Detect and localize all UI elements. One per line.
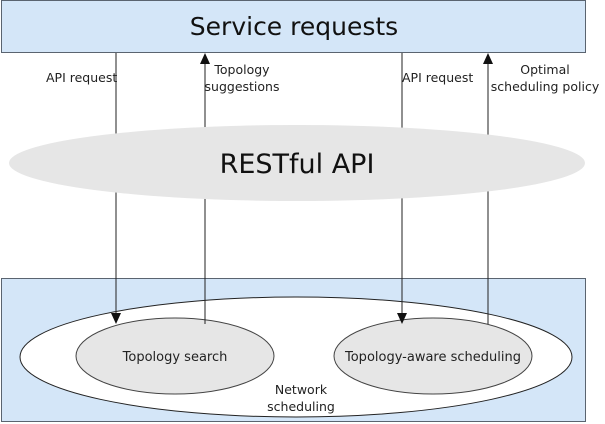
optimal-policy-label-line2: scheduling policy	[491, 79, 600, 94]
api-request-label-left: API request	[46, 70, 117, 85]
service-requests-box	[1, 0, 586, 53]
topology-suggestions-label-line2: suggestions	[205, 79, 280, 94]
network-scheduling-label-line2: scheduling	[267, 399, 335, 414]
topology-suggestions-arrowhead	[200, 53, 210, 64]
network-scheduling-label-line1: Network	[275, 382, 328, 397]
topology-suggestions-label-line1: Topology	[213, 62, 270, 77]
api-request-right-arrowhead	[397, 313, 407, 324]
topology-aware-scheduling-label: Topology-aware scheduling	[344, 350, 521, 365]
restful-api-label: RESTful API	[220, 149, 375, 180]
topology-aware-scheduling-node	[333, 317, 533, 395]
optimal-policy-arrowhead	[483, 53, 493, 64]
restful-api-ellipse	[9, 125, 585, 201]
topology-search-label: Topology search	[122, 350, 228, 365]
api-request-left-arrowhead	[111, 313, 121, 324]
topology-search-node	[75, 317, 275, 395]
api-request-label-right: API request	[402, 70, 473, 85]
optimal-policy-label-line1: Optimal	[520, 62, 569, 77]
service-requests-title: Service requests	[190, 12, 398, 41]
